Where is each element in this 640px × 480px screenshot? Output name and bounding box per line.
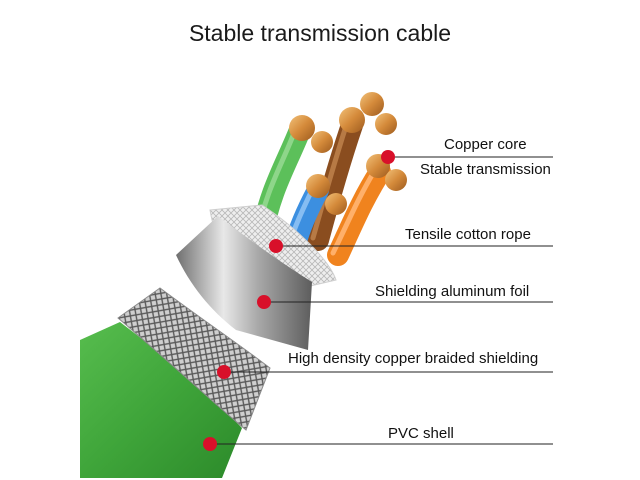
- braided-shielding: [117, 287, 271, 431]
- marker-pvc-shell: [203, 437, 217, 451]
- marker-copper-core: [381, 150, 395, 164]
- copper-core-tips: [289, 92, 407, 215]
- wire-brown: [307, 114, 363, 251]
- label-aluminum-foil: Shielding aluminum foil: [375, 283, 530, 300]
- aluminum-foil: [176, 216, 312, 350]
- page-title: Stable transmission cable: [188, 20, 452, 46]
- label-stable-transmission: Stable transmission: [420, 161, 551, 178]
- marker-aluminum-foil: [257, 295, 271, 309]
- label-tensile-rope: Tensile cotton rope: [405, 226, 531, 243]
- leader-lines: [210, 156, 553, 445]
- pvc-shell: [80, 322, 242, 478]
- label-pvc-shell: PVC shell: [388, 425, 454, 442]
- markers: [203, 150, 395, 451]
- label-braided-shielding: High density copper braided shielding: [288, 350, 539, 367]
- marker-braided-shielding: [217, 365, 231, 379]
- label-copper-core: Copper core: [444, 136, 527, 153]
- marker-tensile-rope: [269, 239, 283, 253]
